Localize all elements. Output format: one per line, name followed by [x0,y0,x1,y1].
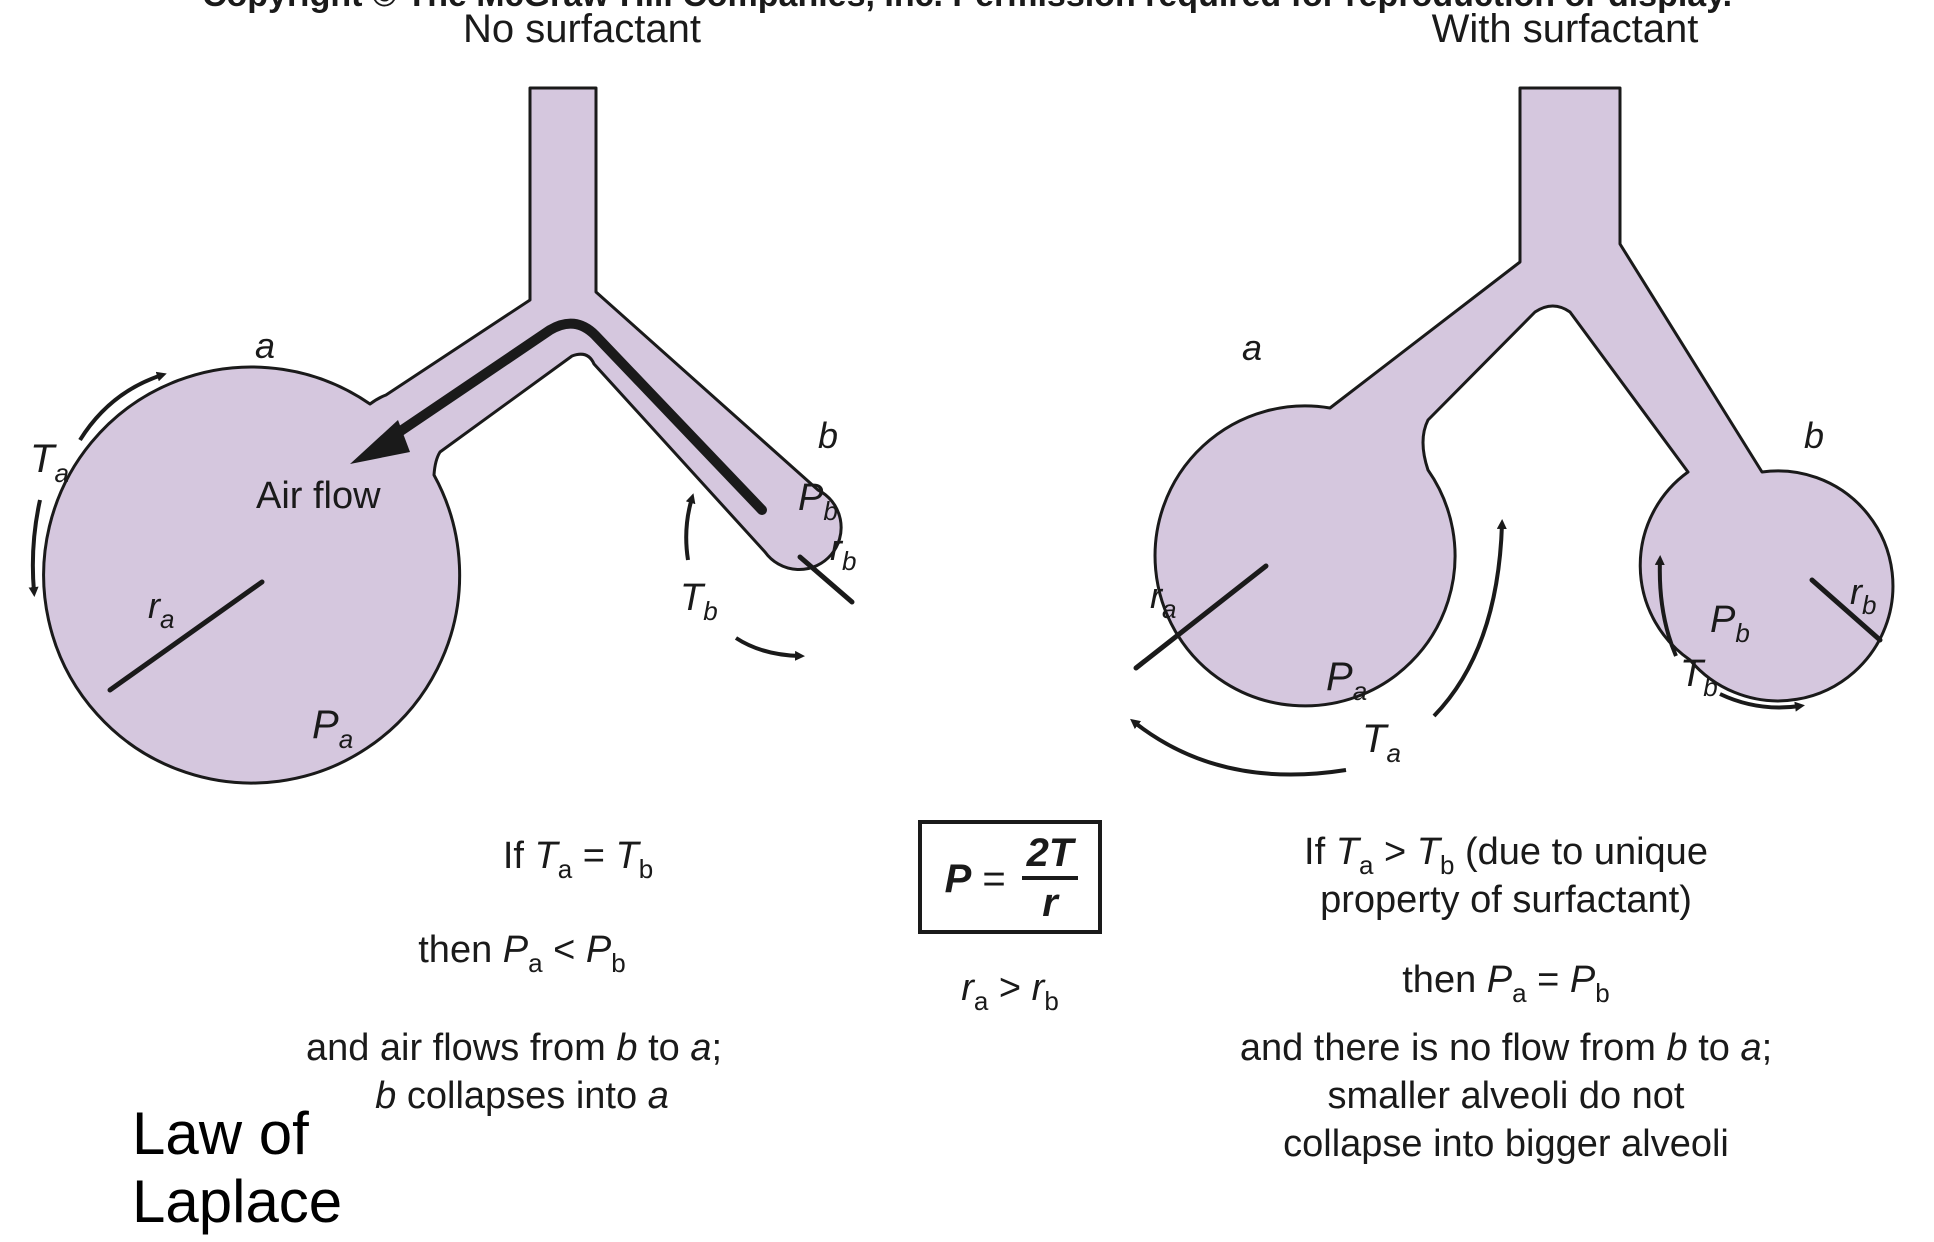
right-caption-line1: If Ta > Tb (due to unique [1304,831,1708,880]
left-tension-a: Ta [30,437,69,488]
tension-arrow-b-down [734,636,805,661]
laplace-formula: P = 2T r [918,820,1102,934]
right-pressure-b: Pb [1710,599,1750,648]
right-caption-line4: and there is no flow from b to a; [1240,1027,1772,1069]
right-airway-shape [1153,86,1895,708]
tension-arrow-b-up [684,493,696,561]
right-radius-b: rb [1850,571,1876,620]
right-caption-line3: then Pa = Pb [1402,959,1610,1008]
copyright-notice: Copyright © The McGraw-Hill Companies, I… [202,0,1732,14]
left-caption-line4: b collapses into a [375,1075,669,1117]
right-caption-line2: property of surfactant) [1320,879,1692,921]
left-caption-line2: then Pa < Pb [418,929,626,978]
right-radius-a: ra [1150,575,1176,624]
right-tension-arrow-a-up [1432,519,1507,718]
tension-arrow-a-down [28,499,42,597]
right-tension-arrow-b-up [1654,555,1678,657]
right-heading: With surfactant [1432,7,1699,51]
right-tension-a: Ta [1362,717,1401,768]
left-radius-b: rb [830,527,856,576]
right-label-a: a [1242,327,1262,368]
radius-condition: ra > rb [961,967,1059,1016]
right-radius-a-line [1133,563,1269,671]
formula-P: P [945,857,972,901]
formula-numerator: 2T [1026,831,1077,875]
right-pressure-a: Pa [1326,655,1367,706]
right-airway [1130,86,1895,777]
right-caption-line6: collapse into bigger alveoli [1283,1123,1729,1165]
right-tension-arrow-b-right [1719,692,1805,712]
left-tension-b: Tb [680,577,718,626]
airflow-label: Air flow [256,475,381,517]
formula-equals: = [982,857,1005,901]
left-radius-a: ra [148,585,174,634]
left-label-b: b [818,415,838,456]
formula-denominator: r [1042,881,1060,925]
slide-title: Law of Laplace [132,1100,343,1235]
tension-arrow-a-up [78,371,167,442]
left-heading: No surfactant [463,7,701,51]
right-label-b: b [1804,415,1824,456]
left-caption-line1: If Ta = Tb [503,835,653,884]
left-airway-shape [42,86,843,785]
right-caption-line5: smaller alveoli do not [1328,1075,1685,1117]
airflow-arrowhead [350,420,410,464]
left-airway [28,86,855,785]
right-tension-b: Tb [1680,653,1718,702]
left-label-a: a [255,325,275,366]
radius-a-line [107,579,265,693]
right-radius-b-line [1809,577,1883,643]
radius-b-line [797,554,855,605]
left-pressure-a: Pa [312,703,353,754]
airflow-arrow [375,318,767,515]
right-tension-arrow-a-left [1130,718,1347,777]
left-caption-line3: and air flows from b to a; [306,1027,722,1069]
left-pressure-b: Pb [798,477,838,526]
